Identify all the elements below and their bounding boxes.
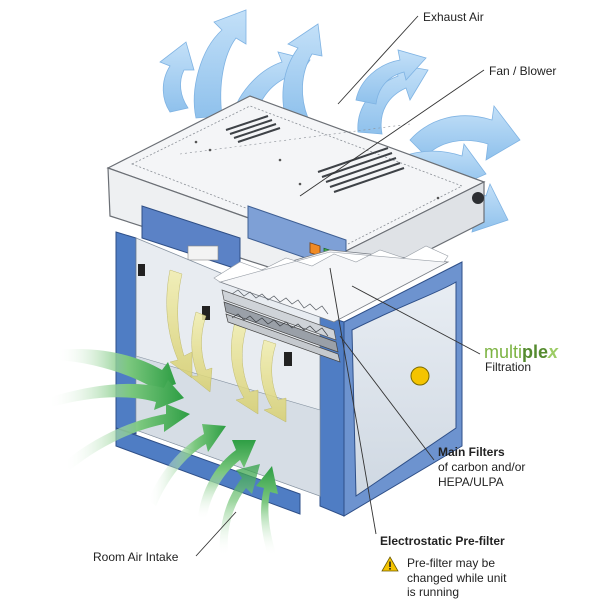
logo-part-ple: ple	[522, 342, 549, 362]
intake-arrow-6	[256, 466, 278, 556]
filter-layer-2	[223, 301, 339, 353]
clip-center	[202, 306, 210, 320]
label-exhaust-air: Exhaust Air	[423, 10, 484, 24]
leader-room-air	[195, 511, 237, 557]
cabinet	[106, 95, 486, 517]
label-plate	[187, 245, 219, 261]
label-room-air-intake: Room Air Intake	[93, 550, 179, 564]
clip-left	[138, 264, 145, 276]
intake-arrow-7	[219, 464, 260, 556]
label-fan-blower: Fan / Blower	[489, 64, 557, 78]
intake-arrow-1	[56, 348, 176, 394]
intake-arrow-2	[48, 380, 184, 410]
warning-icon	[381, 556, 399, 572]
side-knob	[410, 366, 430, 386]
label-main-filters-line1: of carbon and/or	[438, 460, 526, 474]
exhaust-port	[472, 192, 484, 204]
exhaust-arrow-6	[355, 49, 427, 105]
label-prefilter-note-line2: changed while unit	[407, 571, 507, 585]
leader-main-filters	[339, 335, 435, 461]
intake-arrow-3	[64, 404, 190, 470]
filter-stack	[213, 245, 450, 363]
exhaust-arrow-4	[282, 23, 323, 121]
top-vent-left	[225, 115, 281, 143]
exhaust-arrow-3	[159, 41, 195, 113]
leader-exhaust-air	[337, 15, 419, 105]
exhaust-arrow-5	[357, 63, 429, 135]
label-prefilter-title: Electrostatic Pre-filter	[380, 534, 505, 548]
label-prefilter-note-line1: Pre-filter may be	[407, 556, 496, 570]
label-main-filters-title: Main Filters	[438, 445, 505, 459]
logo-part-x: x	[548, 342, 559, 362]
label-filtration: Filtration	[485, 360, 532, 374]
filter-layer-3	[225, 313, 341, 363]
clip-right	[284, 352, 292, 366]
label-main-filters-line2: HEPA/ULPA	[438, 475, 504, 489]
work-surface	[135, 355, 321, 497]
internal-airflow	[166, 269, 287, 423]
exhaust-arrow-1	[193, 9, 247, 119]
leader-fan-blower	[299, 69, 485, 197]
intake-arrow-4	[148, 424, 226, 506]
label-prefilter-note-line3: is running	[407, 585, 460, 599]
exhaust-arrow-7	[409, 104, 521, 161]
frame-left	[115, 231, 137, 435]
intake-arrow-5	[198, 440, 256, 520]
side-window	[351, 281, 457, 497]
leader-lines	[195, 15, 485, 557]
logo-part-multi: multi	[484, 342, 523, 362]
intake-arrows	[48, 348, 278, 556]
leader-prefilter	[329, 267, 377, 535]
leader-multiplex	[351, 285, 481, 355]
multiplex-logo: multiplex	[484, 342, 558, 363]
